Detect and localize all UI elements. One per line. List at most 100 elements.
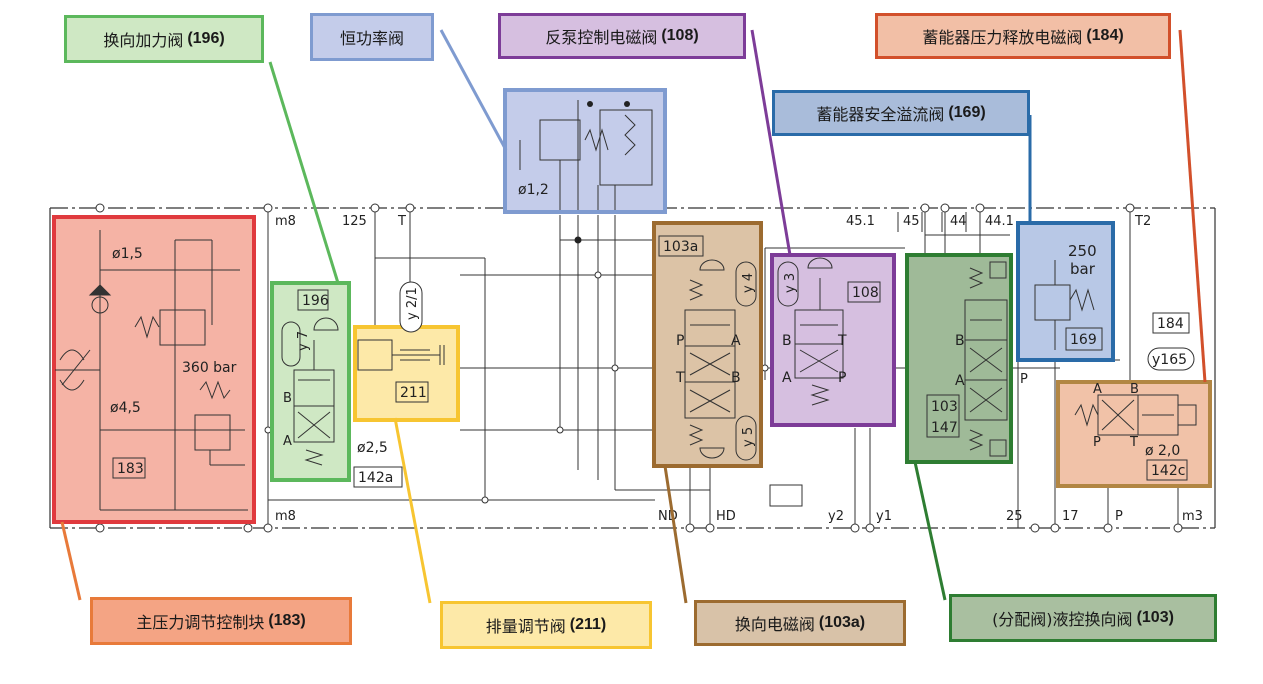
callout-constant-power-valve: 恒功率阀	[310, 13, 434, 61]
callout-name: 主压力调节控制块	[136, 613, 265, 632]
svg-text:T: T	[837, 333, 847, 349]
svg-text:142a: 142a	[358, 470, 393, 486]
svg-text:103: 103	[931, 399, 958, 415]
block-211: 211 y 2/1 ø2,5 142a	[353, 281, 460, 488]
callout-name: 恒功率阀	[339, 29, 404, 48]
svg-text:ø1,5: ø1,5	[112, 246, 143, 262]
svg-text:B: B	[1130, 382, 1139, 397]
svg-text:HD: HD	[716, 509, 736, 524]
tag-184: 184	[1157, 316, 1184, 332]
svg-text:m3: m3	[1182, 509, 1203, 524]
svg-text:45: 45	[903, 214, 920, 229]
svg-text:P: P	[676, 333, 684, 349]
block-196: 196 B A y 7	[270, 281, 351, 482]
callout-code: (211)	[569, 616, 607, 633]
callout-code: (184)	[1086, 27, 1124, 44]
svg-text:m8: m8	[275, 509, 296, 524]
callout-hydraulic-directional-valve: (分配阀)液控换向阀(103)	[949, 594, 1217, 642]
svg-text:ø 2,0: ø 2,0	[1145, 443, 1180, 459]
svg-text:y 7: y 7	[296, 331, 311, 351]
callout-code: (196)	[187, 30, 225, 47]
callout-accumulator-release-solenoid: 蓄能器压力释放电磁阀(184)	[875, 13, 1171, 59]
callout-code: (108)	[661, 27, 699, 44]
callout-code: (169)	[948, 104, 986, 121]
svg-text:B: B	[782, 333, 792, 349]
svg-text:P: P	[838, 370, 846, 386]
svg-text:103a: 103a	[663, 239, 698, 255]
svg-text:ø2,5: ø2,5	[357, 440, 388, 456]
svg-text:250: 250	[1068, 242, 1097, 260]
callout-reversing-boost-valve: 换向加力阀(196)	[64, 15, 264, 63]
callout-main-pressure-block: 主压力调节控制块(183)	[90, 597, 352, 645]
svg-text:25: 25	[1006, 509, 1023, 524]
port-frames	[897, 212, 967, 232]
svg-text:P: P	[1093, 435, 1101, 450]
svg-text:T: T	[675, 370, 685, 386]
svg-text:108: 108	[852, 285, 879, 301]
callout-reversing-solenoid: 换向电磁阀(103a)	[694, 600, 906, 646]
tag-184-frame	[1152, 312, 1190, 334]
callout-name: 反泵控制电磁阀	[545, 28, 658, 47]
callout-displacement-valve: 排量调节阀(211)	[440, 601, 652, 649]
svg-text:B: B	[283, 391, 292, 406]
block-constant-power: ø1,2	[503, 88, 667, 214]
svg-text:183: 183	[117, 461, 144, 477]
svg-text:A: A	[283, 434, 292, 449]
block-184: A B P T ø 2,0 142c	[1056, 380, 1212, 488]
svg-text:ø4,5: ø4,5	[110, 400, 141, 416]
callout-name: 蓄能器安全溢流阀	[816, 105, 945, 124]
svg-text:y1: y1	[876, 509, 892, 524]
svg-text:A: A	[782, 370, 792, 386]
svg-text:44: 44	[950, 214, 967, 229]
callout-name: 换向加力阀	[103, 31, 184, 50]
block-103: B A 103 147	[905, 253, 1013, 464]
svg-text:P: P	[1115, 509, 1123, 524]
svg-text:B: B	[955, 333, 965, 349]
svg-text:45.1: 45.1	[846, 214, 875, 229]
svg-text:m8: m8	[275, 214, 296, 229]
junctions	[95, 203, 1183, 533]
svg-text:169: 169	[1070, 332, 1097, 348]
tag-y165: y165	[1152, 352, 1187, 368]
svg-text:B: B	[731, 370, 741, 386]
callout-code: (103a)	[818, 614, 866, 631]
svg-text:y 3: y 3	[783, 273, 798, 293]
block-183: ø1,5 ø4,5 360 bar 183	[52, 215, 256, 524]
block-169: 250 bar 169	[1016, 221, 1115, 362]
svg-text:y 4: y 4	[741, 273, 756, 293]
callout-name: 蓄能器压力释放电磁阀	[922, 28, 1083, 47]
svg-text:360 bar: 360 bar	[182, 360, 237, 376]
svg-text:A: A	[731, 333, 741, 349]
svg-text:T2: T2	[1134, 214, 1151, 229]
callout-code: (183)	[268, 612, 306, 629]
svg-text:bar: bar	[1070, 260, 1096, 278]
callout-name: 排量调节阀	[485, 617, 566, 636]
callout-accumulator-safety-valve: 蓄能器安全溢流阀(169)	[772, 90, 1030, 136]
callout-name: 换向电磁阀	[734, 615, 815, 634]
svg-text:44.1: 44.1	[985, 214, 1014, 229]
svg-text:142c: 142c	[1151, 463, 1185, 479]
svg-text:y 2/1: y 2/1	[405, 287, 420, 320]
svg-text:17: 17	[1062, 509, 1079, 524]
callout-reverse-pump-solenoid: 反泵控制电磁阀(108)	[498, 13, 746, 59]
svg-text:211: 211	[400, 385, 427, 401]
svg-text:196: 196	[302, 293, 329, 309]
svg-text:T: T	[1129, 435, 1138, 450]
svg-text:y 5: y 5	[741, 427, 756, 447]
tag-106-frame	[769, 484, 803, 507]
callout-code: (103)	[1136, 609, 1174, 626]
svg-text:125: 125	[342, 214, 367, 229]
svg-text:A: A	[1093, 382, 1102, 397]
leader-lines	[60, 29, 1207, 604]
svg-text:147: 147	[931, 420, 958, 436]
svg-text:y2: y2	[828, 509, 844, 524]
svg-text:A: A	[955, 373, 965, 389]
junction-solid	[574, 236, 582, 244]
port-p-left: P	[1020, 372, 1028, 387]
svg-text:ø1,2: ø1,2	[518, 182, 549, 198]
block-108: 108 y 3 B T A P	[770, 253, 896, 427]
block-103a: 103a y 4 y 5 P A T B	[652, 221, 763, 468]
svg-text:T: T	[397, 214, 406, 229]
tag-y165-frame	[1147, 347, 1195, 371]
